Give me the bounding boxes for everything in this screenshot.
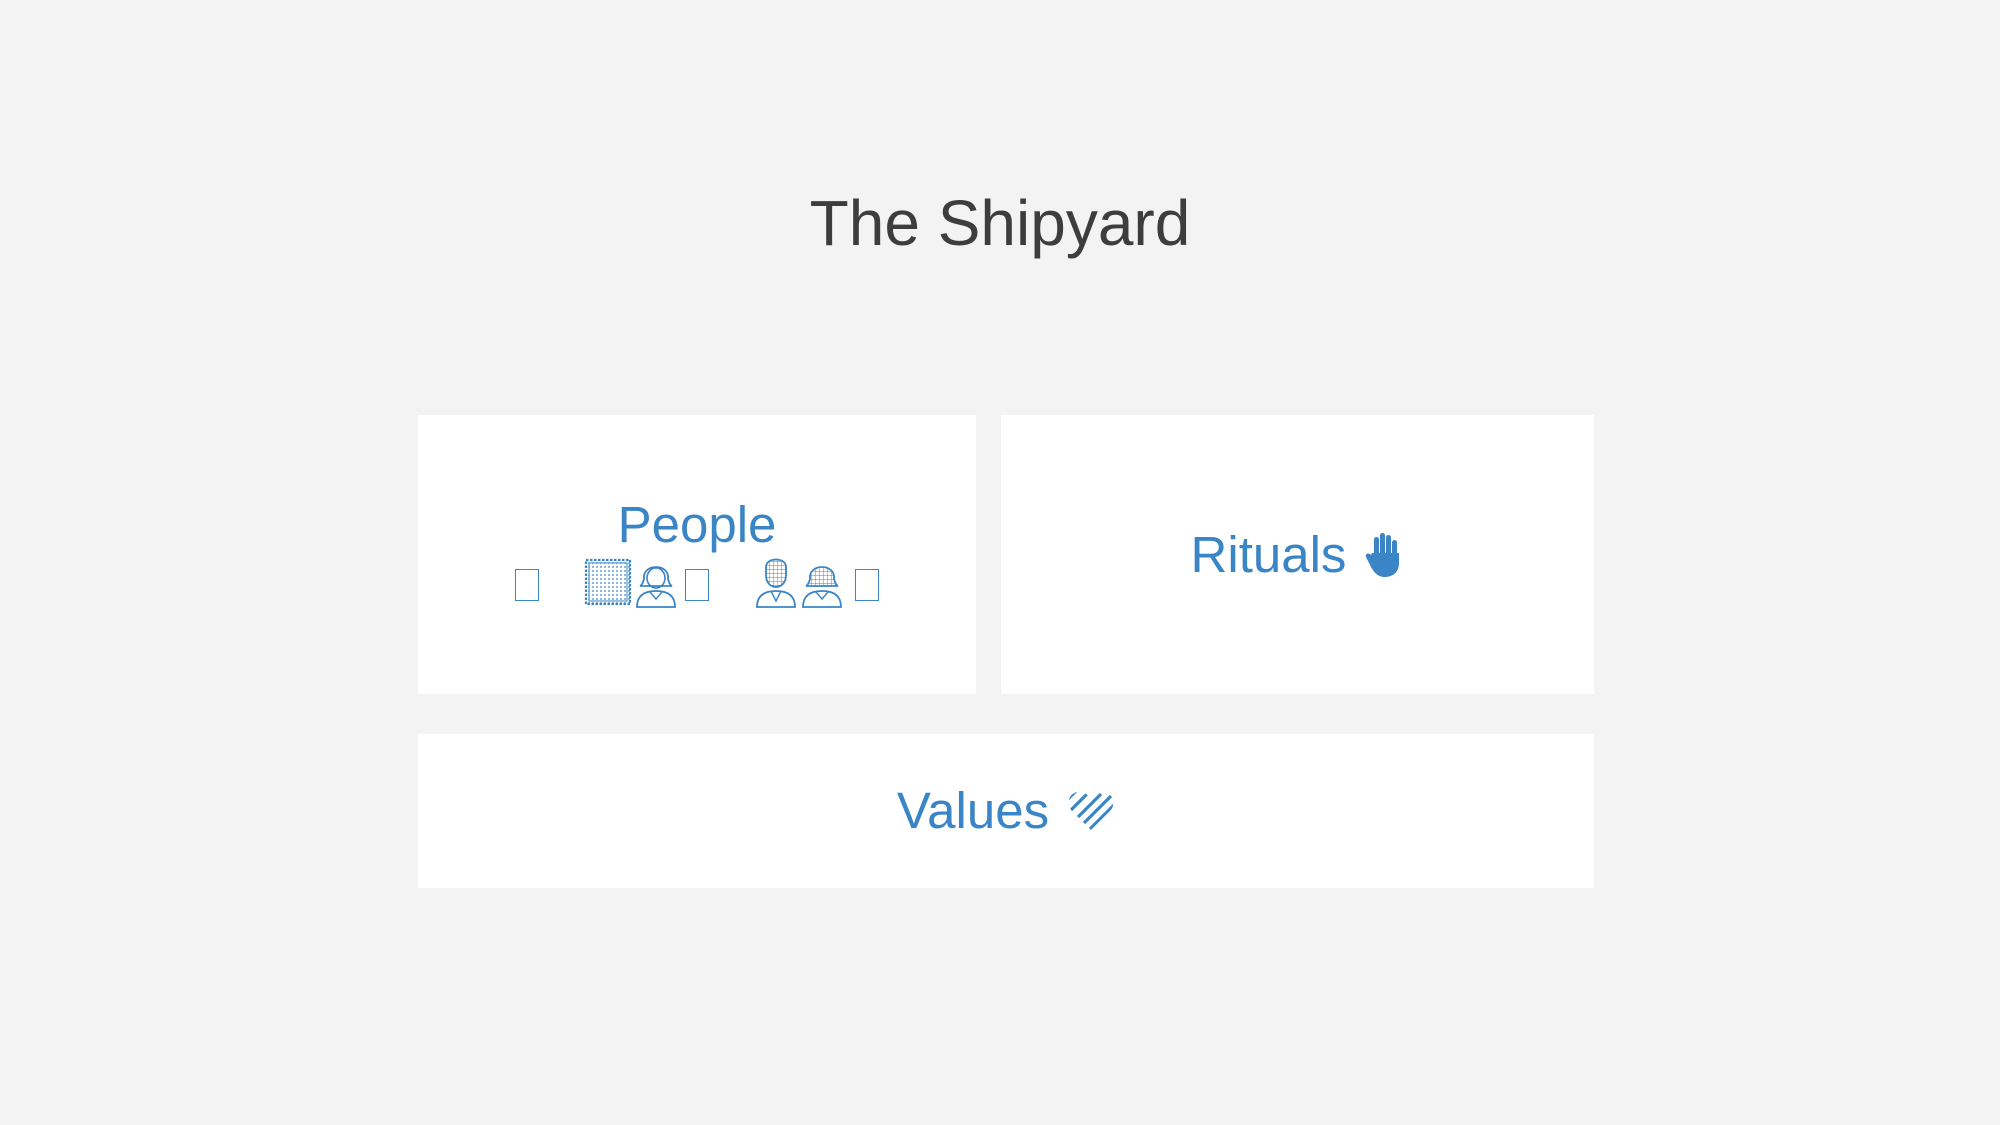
stamp-icon — [584, 558, 632, 605]
rituals-label: Rituals — [1190, 525, 1347, 583]
raised-hand-icon — [1366, 532, 1400, 577]
missing-glyph-icon — [855, 568, 879, 601]
page-title: The Shipyard — [809, 187, 1191, 259]
man-icon — [756, 558, 796, 608]
values-heading: Values — [897, 781, 1115, 841]
people-label: People — [617, 495, 777, 553]
woman-icon — [802, 565, 842, 608]
people-card[interactable]: People — [418, 415, 976, 694]
missing-glyph-icon — [685, 568, 709, 601]
heart-icon — [1068, 791, 1114, 831]
values-label: Values — [896, 782, 1050, 839]
people-icon-row — [515, 553, 879, 609]
woman-icon — [636, 565, 676, 608]
values-card[interactable]: Values — [418, 734, 1594, 888]
rituals-heading: Rituals — [1191, 525, 1405, 585]
missing-glyph-icon — [515, 568, 539, 601]
rituals-card[interactable]: Rituals — [1001, 415, 1594, 694]
